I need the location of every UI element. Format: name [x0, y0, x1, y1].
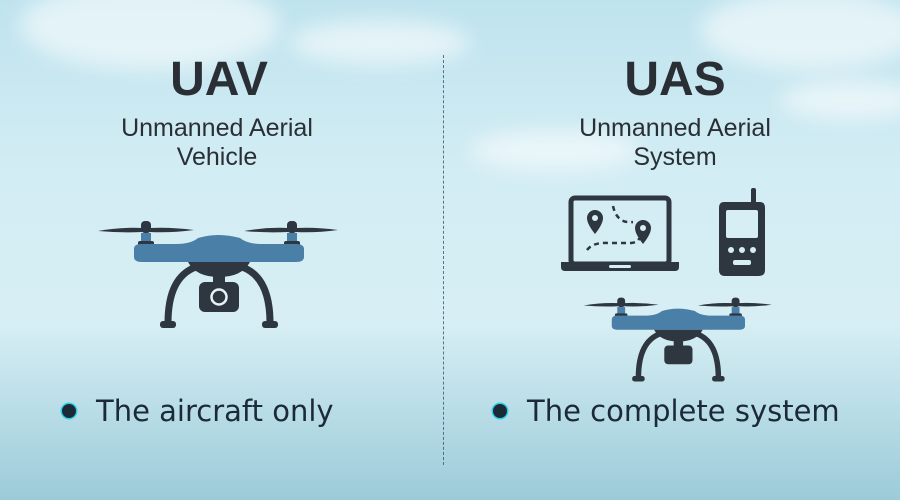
cloud: [290, 20, 470, 65]
uav-title: UAV: [170, 53, 268, 106]
cloud: [20, 0, 280, 70]
uas-bullet-text: The complete system: [527, 394, 840, 428]
bullet-dot-icon: [62, 404, 76, 418]
cloud: [470, 130, 640, 170]
uas-bullet: The complete system: [493, 394, 840, 428]
drone-icon: [583, 297, 772, 382]
uas-full-name: Unmanned Aerial System: [450, 114, 900, 172]
bullet-dot-icon: [493, 404, 507, 418]
uav-panel: UAV Unmanned Aerial Vehicle The aircraft…: [0, 53, 442, 428]
uas-title: UAS: [624, 53, 726, 106]
uas-panel: UAS Unmanned Aerial System: [450, 0, 900, 500]
dashed-divider: [443, 55, 444, 465]
uav-bullet: The aircraft only: [62, 394, 334, 428]
uav-full-line2: Vehicle: [176, 143, 258, 171]
cloud: [780, 80, 900, 120]
uas-full-line2: System: [633, 143, 717, 171]
remote-controller-icon: [719, 188, 765, 276]
drone-icon: [98, 221, 338, 328]
laptop-map-icon: [561, 195, 679, 271]
uas-full-line1: Unmanned Aerial: [579, 114, 771, 142]
uav-bullet-text: The aircraft only: [96, 394, 334, 428]
uav-full-name: Unmanned Aerial Vehicle: [0, 114, 442, 172]
cloud: [700, 0, 900, 70]
uav-full-line1: Unmanned Aerial: [121, 114, 313, 142]
